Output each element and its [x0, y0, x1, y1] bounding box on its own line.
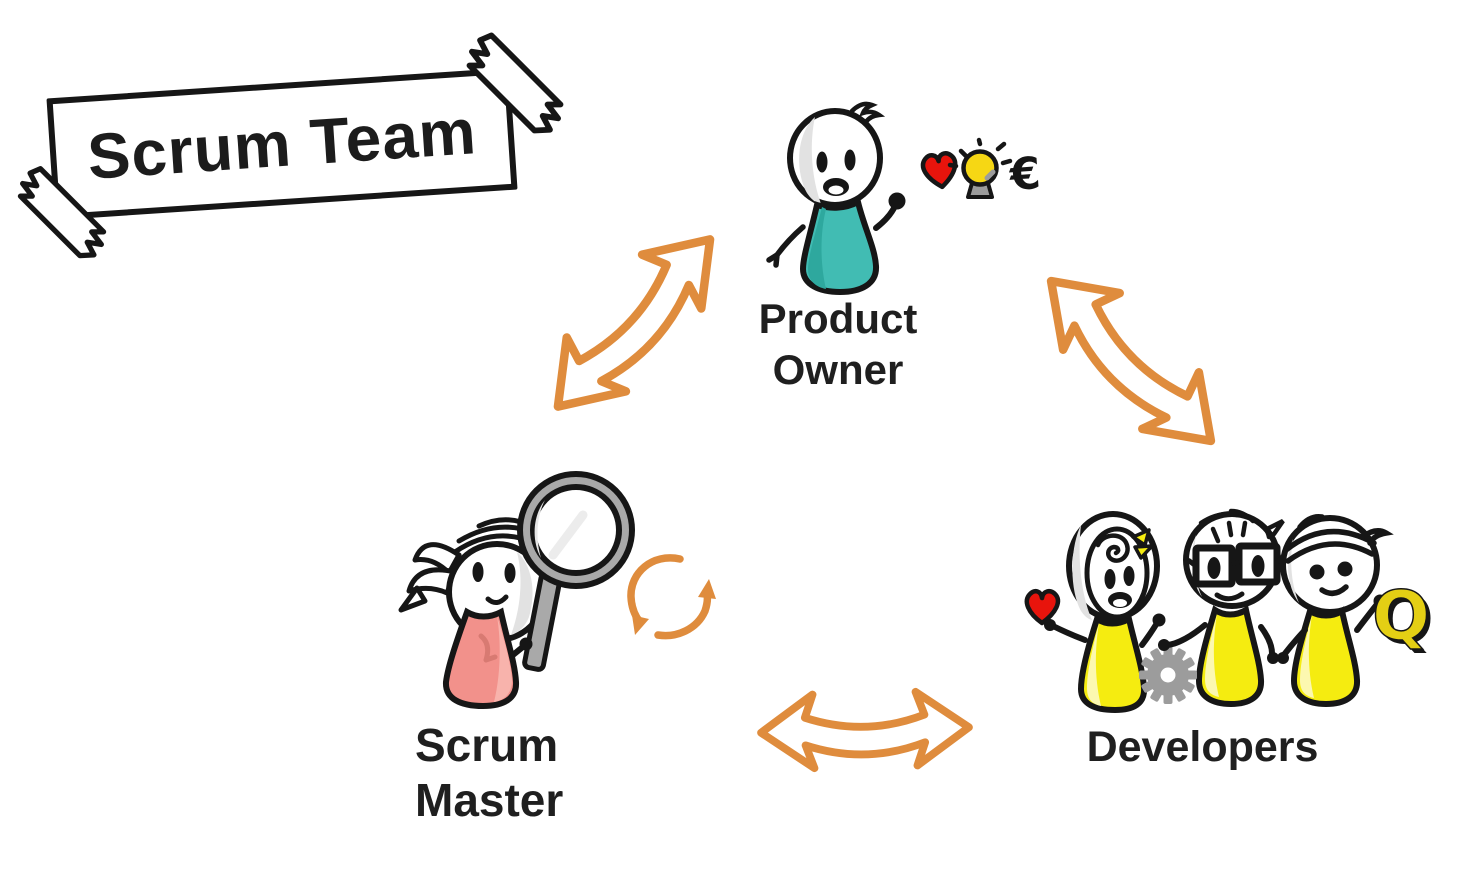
arrow-po-sm	[519, 208, 749, 438]
label-line: Master	[415, 774, 564, 826]
gear-icon	[1139, 646, 1197, 704]
glasses-icon	[1186, 542, 1288, 588]
label-line: Owner	[772, 346, 904, 393]
developers-label: Developers	[1086, 723, 1319, 771]
scrum-master-label: Scrum Master	[415, 718, 645, 828]
hand	[1158, 639, 1170, 651]
hand	[1373, 594, 1387, 608]
headband	[1283, 513, 1394, 564]
product-owner-label: Product Owner	[738, 293, 938, 395]
hand	[1152, 613, 1166, 627]
svg-text:Q: Q	[1372, 577, 1430, 656]
left-arm	[766, 224, 806, 268]
page-title: Scrum Team	[85, 95, 479, 193]
hair-clip	[1131, 528, 1154, 560]
arrow-po-dev	[1016, 246, 1246, 476]
product-owner-figure	[766, 101, 906, 296]
messy-hair	[1198, 508, 1285, 544]
heart-icon	[920, 151, 958, 190]
curl	[1095, 533, 1130, 563]
hair-tuft	[849, 101, 886, 125]
hand	[1277, 652, 1289, 664]
ponytail	[398, 542, 462, 613]
scrum-master-figure	[398, 471, 635, 710]
hand	[1267, 652, 1279, 664]
tape-top-right-icon	[466, 32, 564, 134]
hand	[1044, 619, 1056, 631]
developers-figure: Q Q	[1024, 508, 1434, 714]
fist	[888, 192, 906, 210]
product-owner-icons: €	[920, 137, 1042, 201]
cycle-arrows-icon	[627, 554, 716, 640]
hand	[519, 637, 533, 651]
label-line: Scrum	[415, 719, 559, 771]
euro-icon: €	[1007, 148, 1042, 201]
lightbulb-icon	[947, 137, 1013, 199]
q-icon: Q Q	[1371, 576, 1434, 660]
svg-text:Q: Q	[1376, 581, 1434, 660]
magnifier-icon	[517, 471, 635, 672]
right-arm	[873, 203, 898, 231]
label-line: Product	[758, 295, 918, 342]
heart-icon	[1024, 588, 1061, 626]
arrow-sm-dev	[750, 615, 980, 845]
tape-bottom-left-icon	[17, 166, 107, 259]
